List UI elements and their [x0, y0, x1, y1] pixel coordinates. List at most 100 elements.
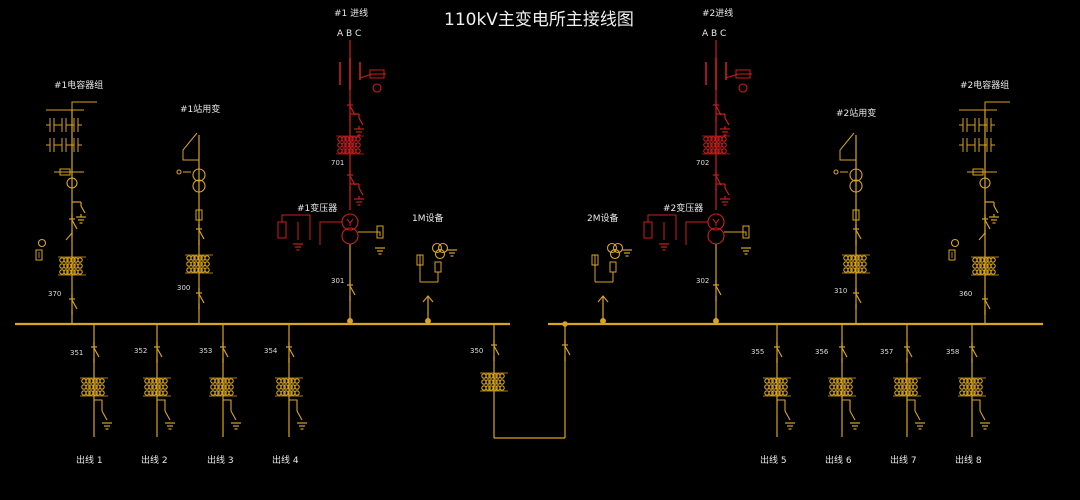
ct-coil [782, 390, 788, 396]
bus-equipment-2-label: 2M设备 [587, 214, 619, 224]
transformer-1-lv-ground-icon [375, 247, 385, 255]
capacitor-1-disconnect [69, 294, 78, 315]
transformer-1-primary-winding [341, 213, 359, 231]
pt-coil [606, 242, 618, 254]
ct-coil [190, 267, 196, 273]
station-transformer-1-ct [185, 254, 213, 274]
ct-coil [92, 390, 98, 396]
ct-coil [847, 378, 853, 384]
wire [198, 293, 205, 304]
wire [93, 347, 100, 358]
transformer-1-arrester-icon [369, 69, 385, 79]
ct-coil [294, 390, 300, 396]
wire [564, 345, 571, 356]
capacitor-1-label: #1电容器组 [54, 81, 104, 91]
ct-coil [782, 384, 788, 390]
feeder-5-ground-icon [785, 422, 795, 430]
ground-icon [354, 198, 364, 206]
ct-coil [492, 385, 498, 391]
ct-coil [287, 390, 293, 396]
ct-coil [977, 378, 983, 384]
ct-coil [707, 136, 713, 142]
feeder-1-code: 351 [70, 349, 84, 357]
feeder-7-label: 出线 7 [890, 456, 917, 466]
feeder-8-ground-icon [980, 422, 990, 430]
ct-coil [287, 378, 293, 384]
feeder-2-ct [143, 377, 171, 397]
ct-coil [92, 378, 98, 384]
capacitor-2-arrester [948, 249, 956, 261]
ct-coil [228, 384, 234, 390]
ct-coil [963, 384, 969, 390]
transformer-1-arrester-lead [359, 73, 386, 79]
ct-coil [162, 384, 168, 390]
busbars [15, 321, 1043, 327]
bus-equipment-1-plug-icon [422, 295, 434, 303]
ct-coil [190, 261, 196, 267]
ct-coil [341, 142, 347, 148]
station-transformer-2-disconnect [853, 288, 862, 309]
arrester-body [852, 209, 860, 221]
incoming-2-phases: A B C [702, 29, 727, 39]
symbols [35, 69, 999, 430]
ct-coil [912, 390, 918, 396]
wire [358, 117, 364, 126]
bus-equipment-2-node [600, 318, 606, 324]
wire [724, 117, 730, 126]
ct-coil [898, 390, 904, 396]
incoming-2-label: #2进线 [702, 9, 734, 19]
feeder-1-earth-blade [101, 410, 108, 421]
ct-coil [485, 379, 491, 385]
wire [71, 219, 78, 230]
station-transformer-2-winding-icon [849, 179, 863, 193]
capacitor-1-earthing-switch [72, 201, 86, 217]
capacitor-2-disconnect [982, 294, 991, 315]
ct-coil [833, 384, 839, 390]
ct-coil [228, 378, 234, 384]
feeder-8-code: 358 [946, 348, 960, 356]
feeder-5-earth-branch [777, 399, 786, 411]
transformer-2-hv-earthing-top [716, 113, 730, 129]
pt-coil [612, 242, 624, 254]
arrester-body [591, 254, 599, 266]
ct-coil [983, 269, 989, 275]
transformer-2-lv-disconnect [713, 280, 722, 301]
feeder-1-label: 出线 1 [76, 456, 103, 466]
station-transformer-2-label: #2站用变 [836, 109, 877, 119]
ct-coil [63, 269, 69, 275]
ct-coil [499, 385, 505, 391]
wire [984, 219, 991, 230]
transformer-1-pt-icon [372, 83, 382, 93]
capacitor-1-breaker: 370 [48, 290, 62, 298]
ct-coil [840, 378, 846, 384]
transformer-1-neutral-lead [281, 214, 311, 240]
ground-icon [76, 216, 86, 224]
station-transformer-2-winding-icon [849, 168, 863, 182]
capacitor-2-neutral [984, 101, 1010, 110]
ct-coil [348, 136, 354, 142]
ct-coil [162, 390, 168, 396]
ct-coil [861, 261, 867, 267]
transformer-2-pt-icon [738, 83, 748, 93]
ct-coil [294, 378, 300, 384]
transformer-1-hv-earthing-bottom [350, 183, 364, 199]
transformer-2-bus-node [713, 318, 719, 324]
ct-coil [499, 373, 505, 379]
ct-coil [963, 378, 969, 384]
pt-coil [437, 242, 449, 254]
ct-coil [990, 257, 996, 263]
wire [776, 347, 783, 358]
feeder-8-disconnect [969, 342, 978, 363]
feeder-8-earth-blade [979, 410, 986, 421]
ct-coil [148, 384, 154, 390]
ct-coil [214, 390, 220, 396]
transformer-2-hv-ct [702, 135, 730, 155]
incoming-1-phases: A B C [337, 29, 362, 39]
ct-coil [707, 148, 713, 154]
bus-equipment-1-pt-icon [431, 242, 449, 260]
feeder-3-ground-icon [231, 422, 241, 430]
ct-coil [197, 267, 203, 273]
feeder-6-ct [828, 377, 856, 397]
ground-icon [354, 128, 364, 136]
ct-coil [221, 384, 227, 390]
